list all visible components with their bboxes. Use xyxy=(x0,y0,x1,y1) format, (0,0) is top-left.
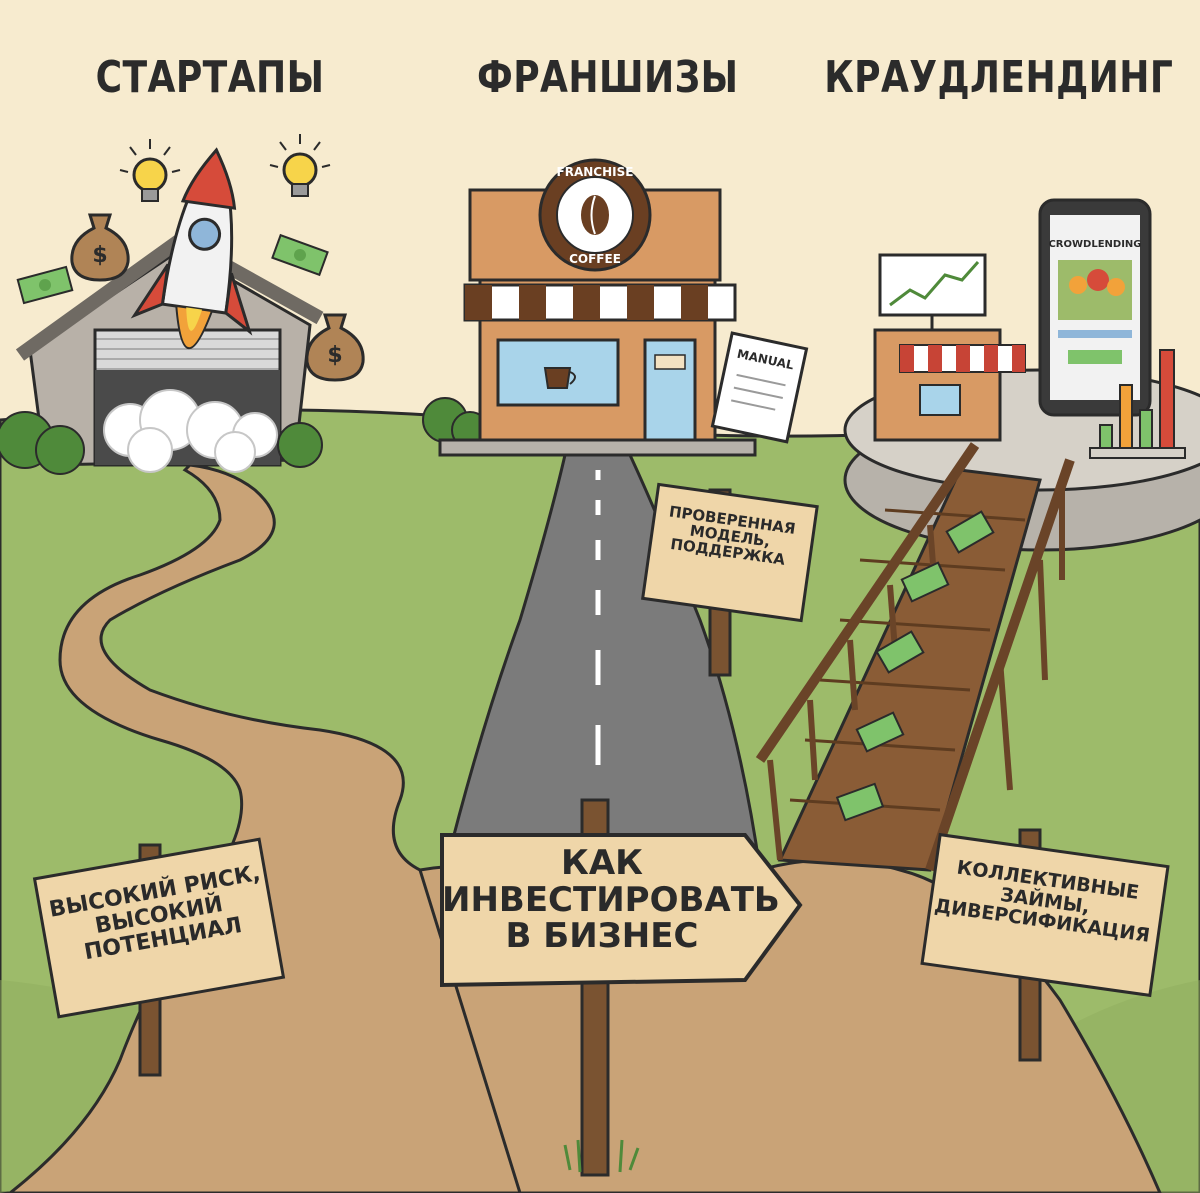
dirt-path-startups xyxy=(7,463,522,1193)
wooden-bridge xyxy=(755,442,1075,872)
franchise-badge-bottom-text: COFFEE xyxy=(569,252,621,266)
phone-screen-label: CROWDLENDING xyxy=(1048,239,1141,250)
sign-center-line-3: В БИЗНЕС xyxy=(505,916,699,957)
grass-tuft xyxy=(563,1139,640,1173)
banknote-icon xyxy=(16,265,74,305)
heading-crowdlending: КРАУДЛЕНДИНГ xyxy=(824,52,1174,103)
bushes xyxy=(0,397,489,475)
lightbulb-icon xyxy=(269,134,331,197)
line-chart-icon xyxy=(878,253,987,330)
money-bag-icon: $ xyxy=(305,313,365,382)
coffee-cup-icon xyxy=(543,367,576,389)
crowdlending-platform: CROWDLENDING xyxy=(843,198,1200,552)
heading-startups: СТАРТАПЫ xyxy=(95,52,325,103)
heading-franchises: ФРАНШИЗЫ xyxy=(477,52,739,103)
lightbulb-icon xyxy=(119,139,181,202)
sign-startups-board xyxy=(32,837,286,1077)
manual-document: MANUAL xyxy=(710,331,809,444)
sign-center-line-1: КАК xyxy=(561,843,643,883)
franchise-badge-top-text: FRANCHISE xyxy=(557,165,634,179)
bar-chart-icon xyxy=(1089,349,1186,459)
rocket-smoke xyxy=(103,389,278,473)
sign-franchises-board xyxy=(641,482,819,677)
sign-crowdlending-board xyxy=(920,828,1170,1062)
franchise-badge xyxy=(538,158,652,272)
svg-text:$: $ xyxy=(92,243,107,268)
smartphone-icon xyxy=(1038,198,1152,417)
rocket-icon xyxy=(130,147,253,350)
coffee-shop-building: FRANCHISE COFFEE xyxy=(438,158,757,457)
bridge-banknotes xyxy=(835,510,995,822)
sign-center-text: КАК ИНВЕСТИРОВАТЬ В БИЗНЕС xyxy=(442,843,780,957)
sign-center-arrow xyxy=(440,798,803,1177)
sign-center-line-2: ИНВЕСТИРОВАТЬ xyxy=(442,879,780,920)
money-bag-icon: $ xyxy=(70,213,130,282)
svg-text:$: $ xyxy=(327,343,342,368)
banknote-icon xyxy=(271,233,329,277)
